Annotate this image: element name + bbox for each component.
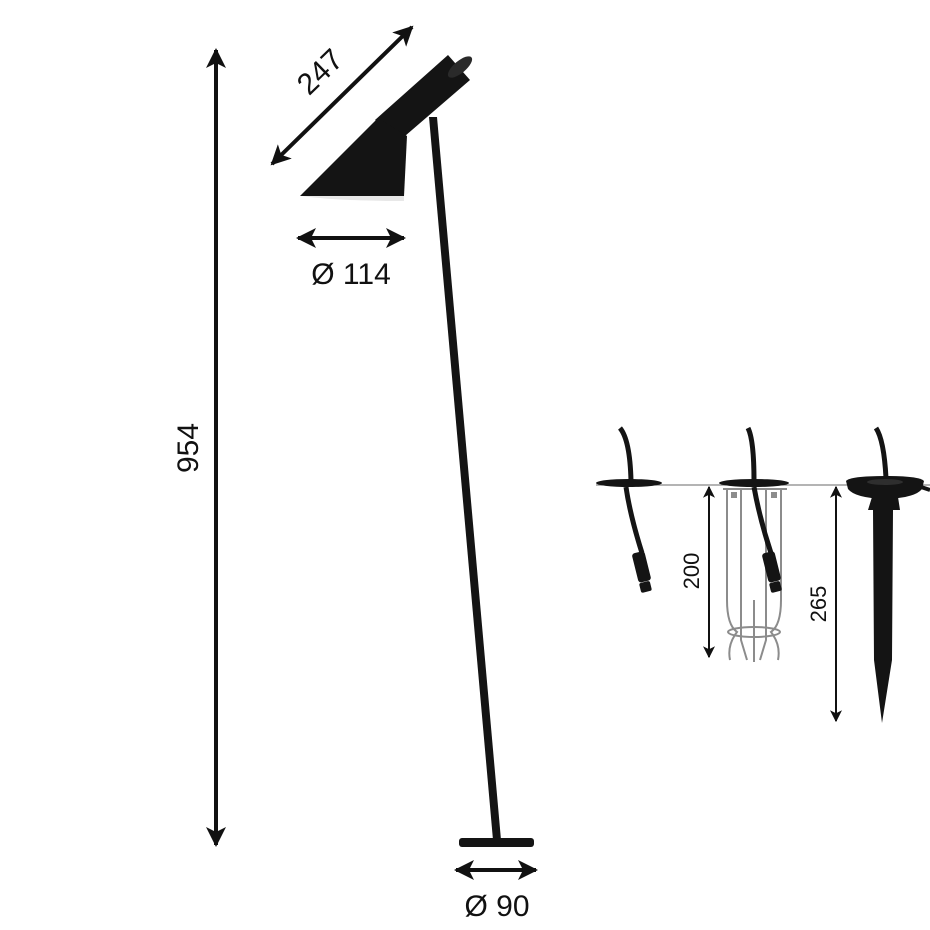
lamp-stem xyxy=(429,117,501,840)
base-diameter-label: Ø 90 xyxy=(464,890,529,923)
spike-stem xyxy=(873,426,889,479)
surface-cable xyxy=(623,486,645,554)
surface-stem xyxy=(617,426,634,482)
shade-length-arrow xyxy=(270,25,414,166)
anchor-depth-label: 200 xyxy=(679,553,704,590)
floor-lamp xyxy=(300,55,534,847)
dimension-shade-diameter: Ø 114 xyxy=(296,228,406,291)
dimension-total-height: 954 xyxy=(172,48,226,847)
lamp-base-plate xyxy=(459,838,534,847)
anchor-stem xyxy=(745,426,757,482)
anchor-cable xyxy=(751,486,774,554)
mounting-options: 200 265 xyxy=(596,426,930,723)
shade-diameter-label: Ø 114 xyxy=(311,258,391,291)
total-height-label: 954 xyxy=(172,423,205,473)
mount-option-ground-anchor: 200 xyxy=(679,426,789,662)
spike-head xyxy=(846,476,924,499)
surface-cable-connector xyxy=(632,551,651,583)
anchor-cable-connector xyxy=(762,551,781,583)
mount-option-ground-spike: 265 xyxy=(806,426,930,723)
surface-plate xyxy=(596,479,662,487)
shade-length-label: 247 xyxy=(291,43,350,102)
anchor-plate xyxy=(719,479,789,487)
spike-depth-label: 265 xyxy=(806,586,831,623)
mount-option-surface-plate xyxy=(596,426,662,593)
dimension-base-diameter: Ø 90 xyxy=(454,860,538,923)
anchor-basket xyxy=(723,488,787,662)
spike-body xyxy=(868,497,900,723)
